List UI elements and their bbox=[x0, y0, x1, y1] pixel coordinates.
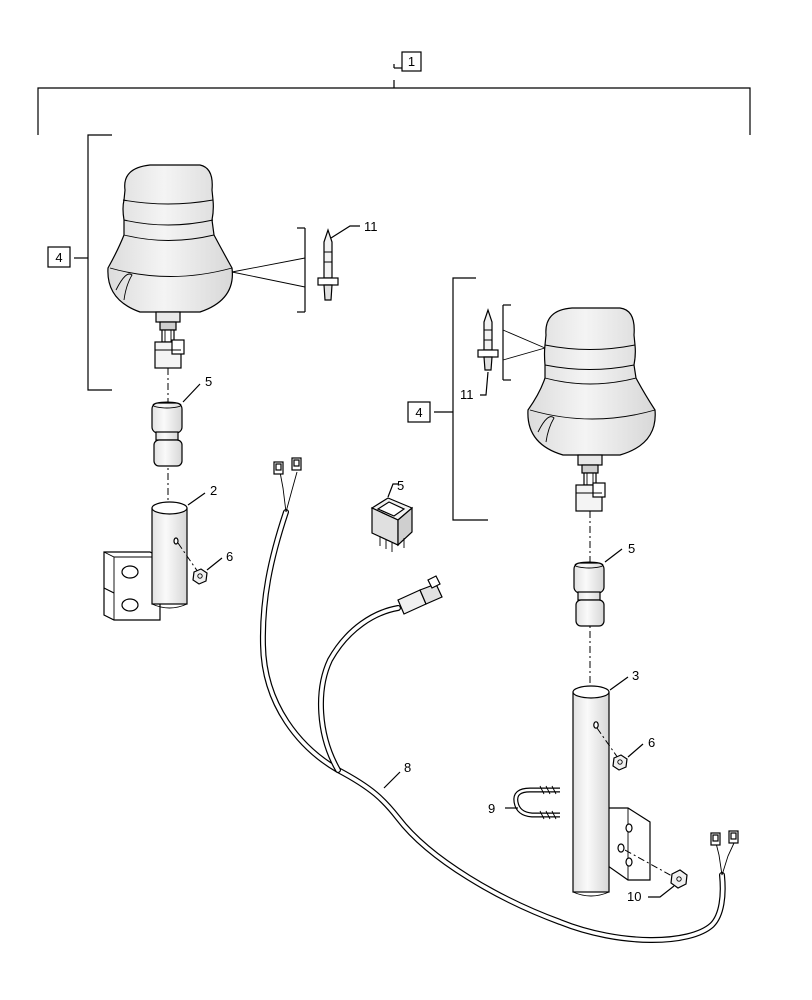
u-bolt bbox=[513, 785, 560, 820]
callout-7: 5 bbox=[387, 478, 404, 498]
callout-4-left: 4 bbox=[47, 246, 71, 268]
callout-5-right-label: 5 bbox=[628, 541, 635, 556]
callout-6-left-label: 6 bbox=[226, 549, 233, 564]
callout-9: 9 bbox=[488, 801, 518, 816]
callout-2-label: 2 bbox=[210, 483, 217, 498]
wiring-harness bbox=[259, 457, 739, 943]
callout-6-left: 6 bbox=[206, 549, 233, 571]
callout-1: 1 bbox=[401, 51, 422, 72]
grommet-left bbox=[151, 401, 183, 467]
callout-8-label: 8 bbox=[404, 760, 411, 775]
callout-5-left-label: 5 bbox=[205, 374, 212, 389]
callout-7-label: 5 bbox=[397, 478, 404, 493]
callout-4-right-label: 4 bbox=[415, 405, 422, 420]
callout-3: 3 bbox=[609, 668, 639, 691]
callout-3-label: 3 bbox=[632, 668, 639, 683]
callout-2: 2 bbox=[187, 483, 217, 506]
centerline-nut-10 bbox=[624, 849, 673, 877]
grommet-right bbox=[573, 561, 605, 627]
callout-8: 8 bbox=[383, 760, 411, 789]
rocker-switch bbox=[370, 497, 414, 552]
bulb-right bbox=[477, 304, 546, 381]
callout-1-label: 1 bbox=[408, 54, 415, 69]
callout-11-right-label: 11 bbox=[460, 387, 474, 402]
callout-10-label: 10 bbox=[627, 889, 641, 904]
callout-11-left-label: 11 bbox=[364, 219, 378, 234]
bulb-left bbox=[231, 227, 339, 313]
callout-10: 10 bbox=[627, 885, 675, 904]
beacon-light-left bbox=[107, 164, 233, 369]
callout-4-right: 4 bbox=[407, 401, 431, 423]
beacon-light-right bbox=[527, 307, 656, 512]
callout-6-right-label: 6 bbox=[648, 735, 655, 750]
beacon-bracket-left bbox=[74, 134, 112, 391]
assembly-bracket bbox=[37, 64, 751, 135]
callout-9-label: 9 bbox=[488, 801, 495, 816]
callout-11-left: 11 bbox=[330, 219, 378, 239]
mount-tube-long bbox=[572, 685, 651, 897]
callout-5-left: 5 bbox=[182, 374, 212, 403]
nut-right bbox=[612, 754, 628, 771]
callout-11-right: 11 bbox=[460, 371, 489, 402]
mount-tube-short bbox=[103, 501, 188, 621]
centerline-nut-right bbox=[596, 727, 619, 759]
beacon-bracket-right bbox=[434, 277, 488, 521]
nut-10 bbox=[670, 869, 688, 889]
nut-left bbox=[192, 568, 208, 585]
callout-6-right: 6 bbox=[627, 735, 655, 758]
callout-4-left-label: 4 bbox=[55, 250, 62, 265]
centerline-nut-left bbox=[177, 542, 199, 573]
callout-5-right: 5 bbox=[604, 541, 635, 563]
